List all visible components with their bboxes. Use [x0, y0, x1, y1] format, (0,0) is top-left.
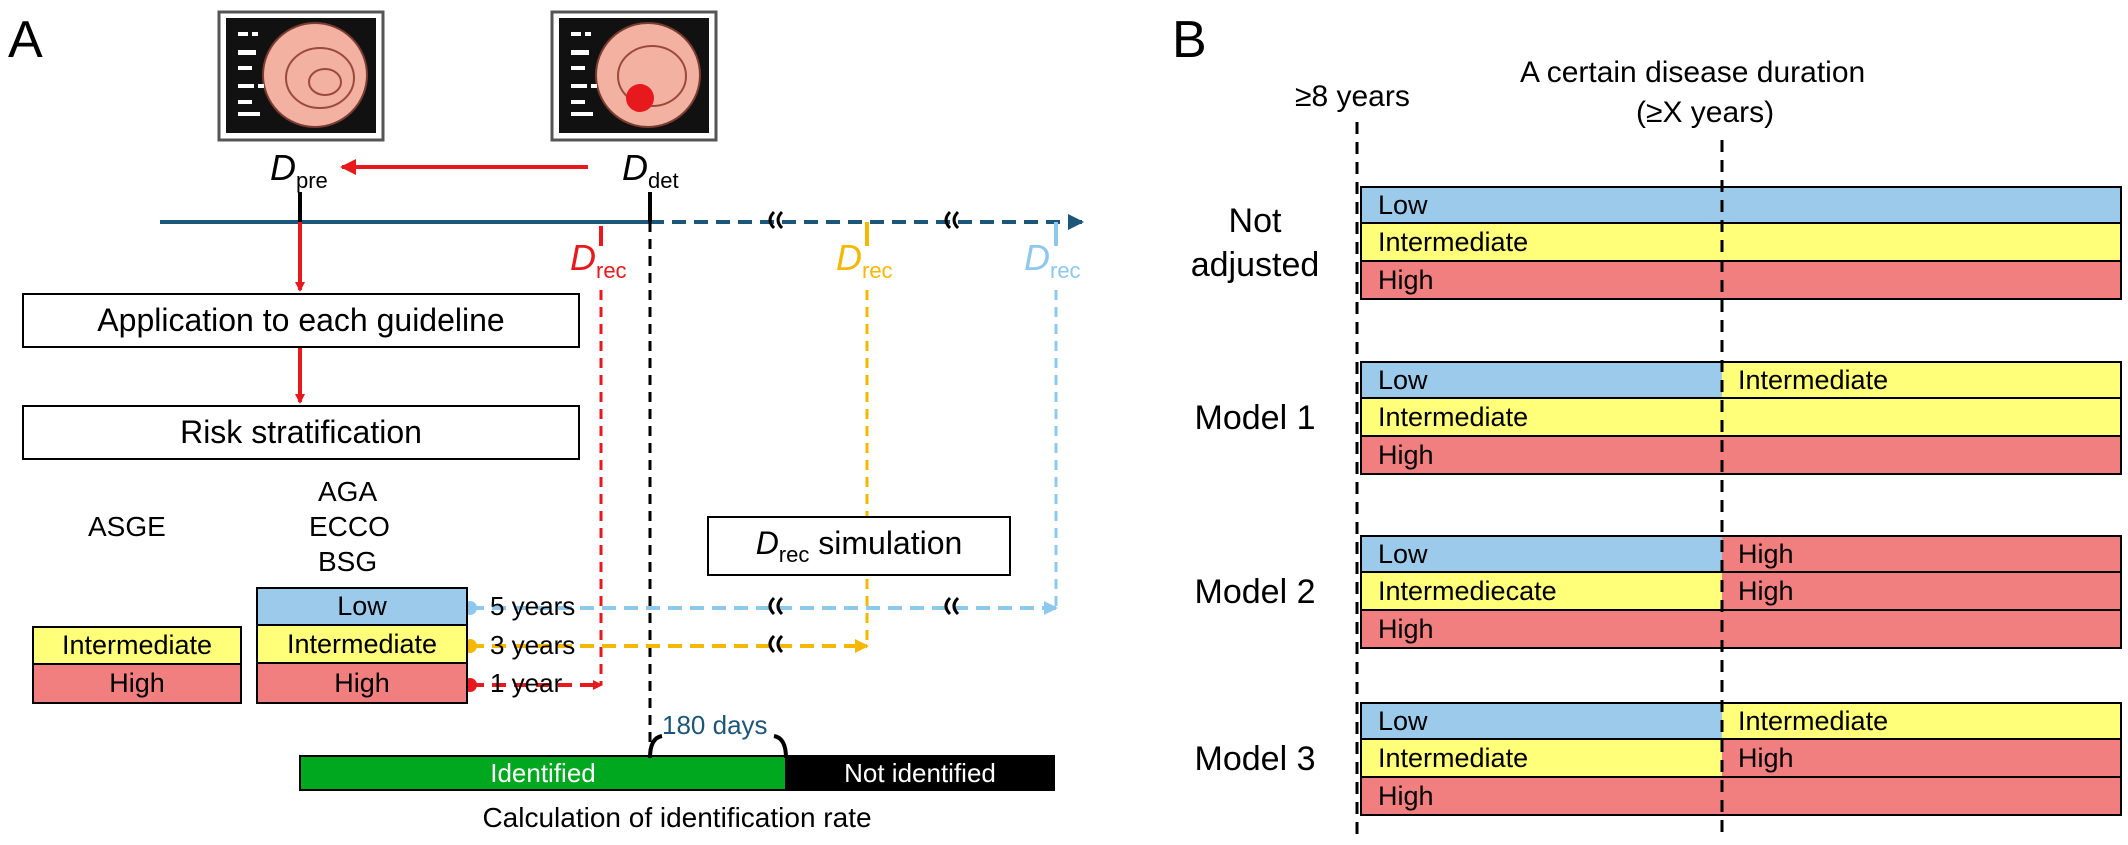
- model-name: Not adjusted: [1170, 199, 1340, 287]
- endoscopy-screen-icon: [217, 10, 385, 142]
- d-rec-lightblue-label: Drec: [1024, 237, 1081, 283]
- risk-cell: Low: [1360, 702, 1722, 740]
- model-name: Model 2: [1170, 570, 1340, 614]
- aga-high: High: [258, 664, 466, 702]
- caption: Calculation of identification rate: [482, 802, 872, 833]
- d-pre-label: Dpre: [270, 147, 328, 193]
- asge-risk-stack: Intermediate High: [32, 626, 242, 704]
- risk-cell: [1722, 778, 2122, 816]
- interval-3-years: 3 years: [490, 630, 576, 660]
- model-name-line: adjusted: [1190, 246, 1320, 284]
- risk-cell: Intermediate: [1722, 361, 2122, 399]
- panel-a-label: A: [8, 11, 43, 69]
- risk-cell: Intermediate: [1722, 702, 2122, 740]
- risk-cell: Low: [1360, 361, 1722, 399]
- aga-intermediate: Intermediate: [258, 626, 466, 664]
- risk-cell: [1722, 437, 2122, 475]
- application-box: Application to each guideline: [22, 293, 580, 348]
- risk-cell: Intermediate: [1360, 224, 1722, 262]
- identified-label: Identified: [490, 758, 596, 788]
- guideline-aga: AGA: [318, 476, 378, 507]
- guideline-ecco: ECCO: [309, 511, 390, 542]
- d-det-label: Ddet: [622, 147, 679, 193]
- interval-1-year: 1 year: [490, 668, 563, 698]
- risk-cell: [1722, 262, 2122, 300]
- model-name-line: Not: [1228, 202, 1282, 240]
- break-mark-icon: [768, 210, 960, 654]
- model-name: Model 3: [1170, 737, 1340, 781]
- risk-cell: High: [1360, 778, 1722, 816]
- risk-cell: [1722, 186, 2122, 224]
- risk-cell: Intermediecate: [1360, 573, 1722, 611]
- risk-cell: High: [1722, 535, 2122, 573]
- risk-cell: [1722, 611, 2122, 649]
- panel-b-label: B: [1172, 11, 1207, 69]
- risk-cell: Intermediate: [1360, 399, 1722, 437]
- risk-cell: High: [1722, 740, 2122, 778]
- threshold-x-line1: A certain disease duration: [1520, 56, 1866, 89]
- risk-cell: Low: [1360, 535, 1722, 573]
- days-label: 180 days: [662, 710, 768, 740]
- endoscopy-lesion-screen-icon: [550, 10, 718, 142]
- threshold-x-line2: (≥X years): [1636, 96, 1775, 129]
- risk-cell: [1722, 224, 2122, 262]
- aga-low: Low: [258, 589, 466, 626]
- risk-cell: [1722, 399, 2122, 437]
- risk-cell: High: [1360, 611, 1722, 649]
- threshold-8-years: ≥8 years: [1295, 80, 1410, 113]
- not-identified-label: Not identified: [844, 758, 996, 788]
- asge-intermediate: Intermediate: [34, 628, 240, 665]
- interval-5-years: 5 years: [490, 591, 576, 621]
- model-name-line: Model 2: [1194, 573, 1316, 611]
- d-rec-orange-label: Drec: [836, 237, 893, 283]
- model-name: Model 1: [1170, 396, 1340, 440]
- simulation-box: Drec simulation: [707, 516, 1011, 576]
- risk-cell: Low: [1360, 186, 1722, 224]
- d-rec-red-label: Drec: [570, 237, 627, 283]
- risk-cell: High: [1360, 437, 1722, 475]
- asge-label: ASGE: [88, 511, 166, 542]
- model-name-line: Model 1: [1194, 399, 1316, 437]
- risk-cell: Intermediate: [1360, 740, 1722, 778]
- aga-risk-stack: Low Intermediate High: [256, 587, 468, 704]
- asge-high: High: [34, 665, 240, 702]
- risk-cell: High: [1722, 573, 2122, 611]
- risk-stratification-box: Risk stratification: [22, 405, 580, 460]
- guideline-bsg: BSG: [318, 546, 378, 577]
- model-name-line: Model 3: [1194, 740, 1316, 778]
- risk-cell: High: [1360, 262, 1722, 300]
